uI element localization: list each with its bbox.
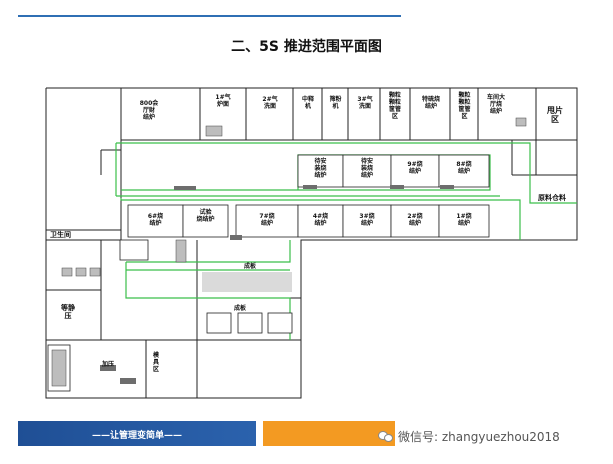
room-label-floor1: 成板 (243, 263, 256, 270)
room-label-ctrl4: 车间大 厅烧 结炉 (486, 94, 505, 115)
room-label-ctrl1: 颗粒 颗粒 筐管 区 (388, 92, 401, 120)
room-label-floor2: 成板 (233, 305, 246, 312)
room-label-raw: 原料仓料 (538, 194, 566, 202)
room-label-ctrl2: 特硫烧 结炉 (421, 96, 440, 110)
furnace-label-4: 4#烧 结炉 (312, 213, 329, 227)
room-label-press: 中释 机 (301, 96, 314, 110)
header-rule (18, 15, 401, 17)
room-label-gas3: 3#气 洗面 (357, 96, 373, 110)
room-label-gas1: 1#气 炉面 (215, 94, 231, 108)
furnace-label-a: 待安 装烧 结炉 (314, 158, 327, 179)
watermark-text: 微信号: zhangyuezhou2018 (398, 430, 560, 444)
room-label-cut: 甩片 区 (547, 106, 563, 124)
furnace-label-8: 8#烧 结炉 (456, 161, 472, 175)
room-label-gas2: 2#气 洗面 (262, 96, 278, 110)
furnace-label-6: 6#烧 结炉 (147, 213, 164, 227)
room-label-mold: 模 具 区 (152, 352, 159, 373)
footer-slogan: ——让管理变简单—— (91, 431, 182, 441)
room-label-press2: 加压 (101, 361, 114, 368)
furnace-label-9: 9#烧 结炉 (407, 161, 423, 175)
room-label-ctrl3: 颗粒 颗粒 筐管 区 (458, 92, 471, 120)
furnace-label-1: 1#烧 结炉 (456, 213, 472, 227)
furnace-label-2: 2#烧 结炉 (407, 213, 423, 227)
room-label-restroom: 卫生间 (50, 231, 71, 239)
outer-wall (45, 87, 578, 399)
furnace-label-3: 3#烧 结炉 (359, 213, 375, 227)
furnace-label-7: 7#烧 结炉 (259, 213, 275, 227)
wechat-watermark: 微信号: zhangyuezhou2018 (378, 428, 560, 445)
room-label-waiting: 等静 压 (61, 304, 75, 320)
furnace-label-b: 待安 装烧 结炉 (360, 158, 373, 179)
room-label-sieve: 筛粉 机 (329, 96, 342, 110)
footer-slogan-bar: ——让管理变简单—— (18, 421, 256, 446)
furnace-label-trial: 试验 烧结炉 (196, 209, 215, 223)
page-title: 二、5S 推进范围平面图 (231, 39, 382, 55)
wechat-icon (378, 430, 394, 443)
room-label-office: 800会 厅财 结炉 (139, 100, 159, 121)
footer-accent-bar (263, 421, 395, 446)
